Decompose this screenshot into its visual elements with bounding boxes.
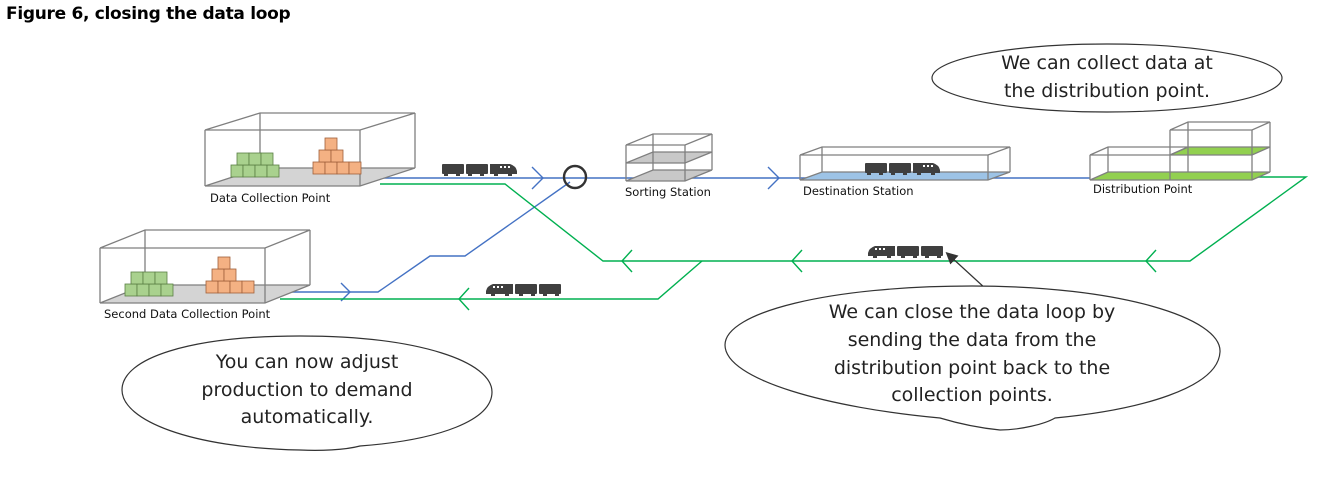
- callout-line: You can now adjust: [215, 351, 399, 373]
- green-crates: [124, 271, 174, 297]
- train-icon: [442, 164, 517, 176]
- junction-circle-icon: [562, 164, 588, 190]
- chevron-right-icon: [340, 282, 351, 302]
- station-label-distribution-point: Distribution Point: [1093, 182, 1193, 196]
- orange-crates: [312, 137, 362, 175]
- forward-line-second: [290, 181, 571, 293]
- callout-line: collection points.: [891, 384, 1053, 406]
- chevron-right-icon: [767, 166, 780, 190]
- figure-title: Figure 6, closing the data loop: [6, 4, 291, 24]
- green-crates: [230, 152, 280, 178]
- orange-crates: [205, 256, 255, 294]
- chevron-left-icon: [621, 249, 633, 273]
- callout-line: We can close the data loop by: [829, 301, 1116, 323]
- callout-line: the distribution point.: [1004, 80, 1210, 102]
- chevron-left-icon: [458, 287, 470, 311]
- return-line-second: [280, 260, 703, 300]
- return-line-main: [380, 176, 1309, 262]
- callout-close-loop: We can close the data loop by sending th…: [724, 285, 1221, 431]
- chevron-right-icon: [531, 166, 544, 190]
- callout-line: sending the data from the: [848, 329, 1097, 351]
- callout-line: We can collect data at: [1001, 52, 1213, 74]
- callout-line: automatically.: [241, 406, 374, 428]
- chevron-left-icon: [791, 249, 803, 273]
- callout-collect-at-distribution: We can collect data at the distribution …: [931, 43, 1283, 113]
- train-icon: [486, 284, 561, 296]
- station-label-destination-station: Destination Station: [803, 184, 914, 198]
- chevron-left-icon: [1145, 249, 1157, 273]
- sorting-station: Sorting Station: [625, 133, 713, 199]
- data-collection-point: Data Collection Point: [204, 112, 416, 205]
- distribution-point: Distribution Point: [1089, 121, 1271, 196]
- station-label-sorting-station: Sorting Station: [625, 185, 711, 199]
- callout-adjust-production: You can now adjust production to demand …: [121, 335, 493, 451]
- callout-line: production to demand: [201, 379, 412, 401]
- callout-line: distribution point back to the: [834, 357, 1110, 379]
- destination-station: Destination Station: [799, 146, 1011, 198]
- second-data-collection-point: Second Data Collection Point: [99, 229, 311, 321]
- train-icon: [868, 246, 943, 258]
- station-label-data-collection-point: Data Collection Point: [210, 191, 331, 205]
- station-label-second-data-collection-point: Second Data Collection Point: [104, 307, 271, 321]
